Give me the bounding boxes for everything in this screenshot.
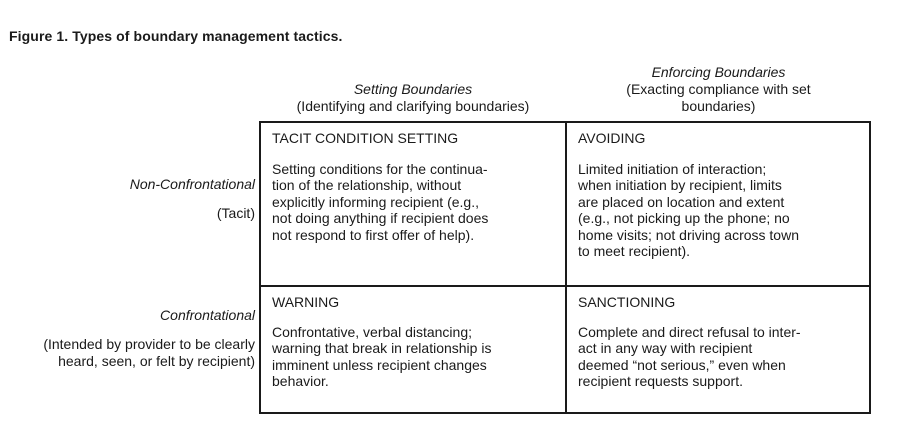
cell-title-sanctioning: SANCTIONING: [578, 294, 676, 310]
matrix-vertical-divider: [565, 123, 567, 412]
column-subtitle-setting: (Identifying and clarifying boundaries): [296, 98, 530, 114]
cell-body-warning: Confrontative, verbal distancing; warnin…: [272, 323, 492, 390]
matrix-horizontal-divider: [261, 285, 869, 287]
cell-title-warning: WARNING: [272, 294, 340, 310]
column-title-enforcing: Enforcing Boundaries: [651, 64, 786, 80]
tactics-matrix: TACIT CONDITION SETTING Setting conditio…: [259, 121, 871, 414]
row-title-confrontational: Confrontational: [160, 307, 255, 323]
row-label-confrontational: Confrontational (Intended by provider to…: [5, 307, 255, 370]
cell-title-tacit-condition-setting: TACIT CONDITION SETTING: [272, 130, 459, 146]
cell-title-avoiding: AVOIDING: [578, 130, 646, 146]
cell-avoiding: AVOIDING Limited initiation of interacti…: [578, 130, 863, 260]
cell-warning: WARNING Confrontative, verbal distancing…: [272, 294, 557, 390]
row-subtitle-confrontational: (Intended by provider to be clearly hear…: [43, 336, 255, 369]
cell-sanctioning: SANCTIONING Complete and direct refusal …: [578, 294, 863, 390]
column-subtitle-enforcing: (Exacting compliance with set boundaries…: [626, 81, 811, 114]
row-subtitle-tacit: (Tacit): [216, 205, 255, 221]
cell-body-tacit-condition-setting: Setting conditions for the continua- tio…: [272, 160, 489, 243]
column-header-enforcing-boundaries: Enforcing Boundaries (Exacting complianc…: [565, 64, 872, 115]
figure-title: Figure 1. Types of boundary management t…: [9, 28, 343, 44]
cell-body-sanctioning: Complete and direct refusal to inter- ac…: [578, 323, 801, 390]
row-label-non-confrontational: Non-Confrontational (Tacit): [5, 176, 255, 222]
row-title-non-confrontational: Non-Confrontational: [129, 176, 255, 192]
cell-tacit-condition-setting: TACIT CONDITION SETTING Setting conditio…: [272, 130, 557, 243]
cell-body-avoiding: Limited initiation of interaction; when …: [578, 160, 799, 260]
column-title-setting: Setting Boundaries: [353, 81, 473, 97]
column-header-setting-boundaries: Setting Boundaries (Identifying and clar…: [262, 81, 564, 115]
